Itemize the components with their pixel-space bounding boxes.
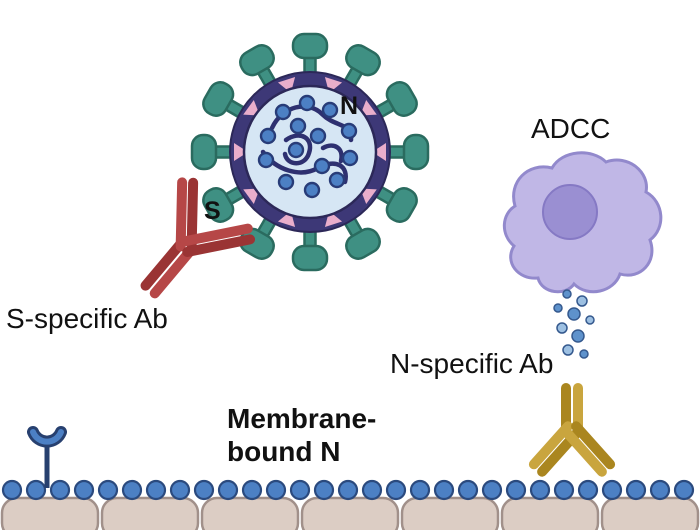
- epithelial-cells: [0, 496, 700, 530]
- label-s-specific-ab: S-specific Ab: [6, 303, 168, 334]
- label-adcc: ADCC: [531, 113, 611, 144]
- label-membrane-bound-n-line2: bound N: [227, 436, 341, 467]
- cytotoxic-granules: [553, 289, 595, 359]
- n-specific-antibody: [528, 383, 616, 477]
- label-membrane-bound-n-line1: Membrane-: [227, 403, 377, 434]
- s-specific-antibody: [140, 177, 256, 299]
- label-n-protein: N: [340, 92, 359, 120]
- label-s-protein: S: [204, 197, 221, 225]
- nk-cell-nucleus: [542, 184, 598, 240]
- label-n-specific-ab: N-specific Ab: [390, 348, 554, 379]
- label-membrane-bound-n: Membrane- bound N: [227, 402, 376, 468]
- nk-cell: [502, 151, 663, 294]
- membrane-receptor: [27, 426, 67, 488]
- virus-particle: [190, 32, 430, 272]
- membrane-bound-n-dots: [1, 479, 695, 501]
